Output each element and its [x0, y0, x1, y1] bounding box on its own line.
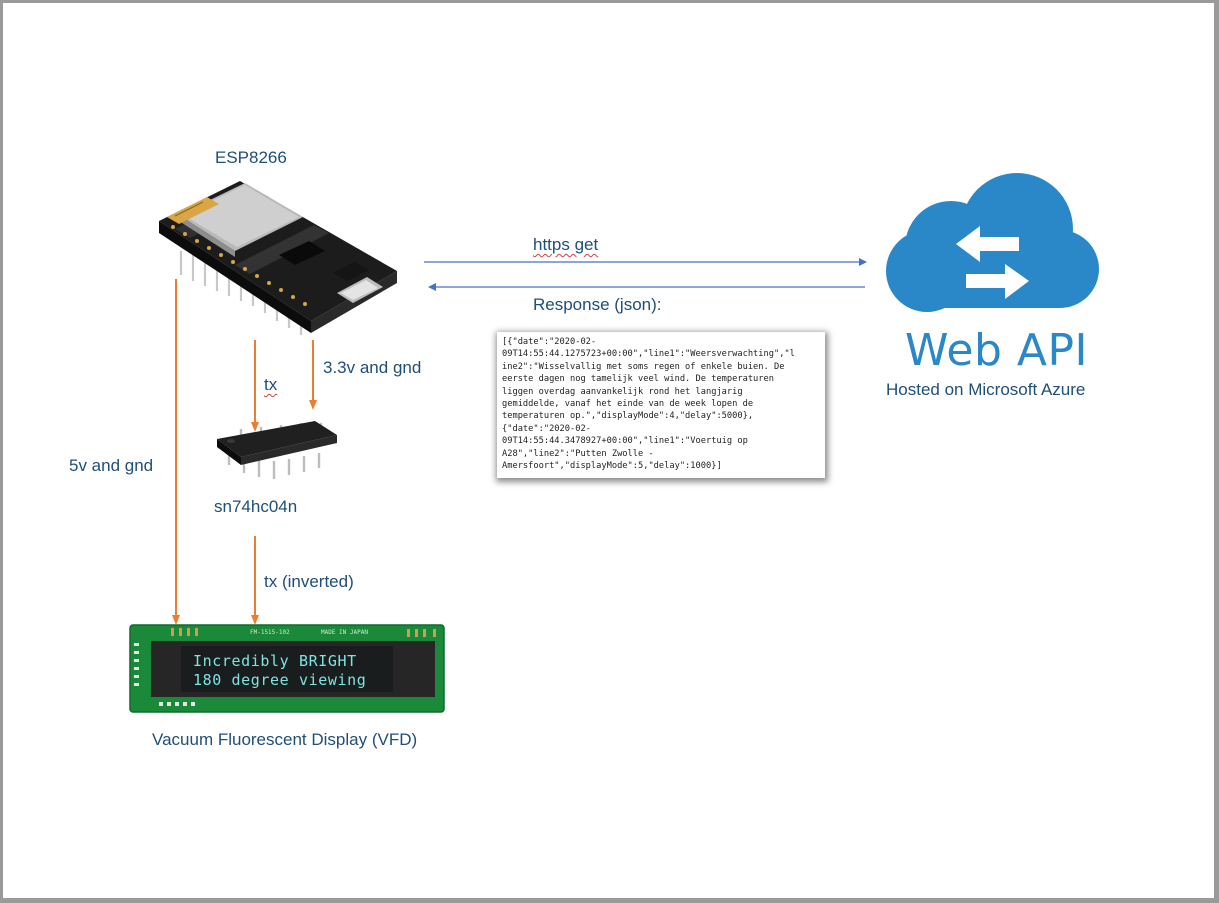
chip-image — [217, 421, 337, 479]
json-line: ine2":"Wisselvallig met soms regen of en… — [502, 361, 785, 372]
diagram-canvas: FM-1515-102 MADE IN JAPAN Incredibly BRI… — [3, 3, 1214, 898]
cloud-icon — [886, 173, 1099, 312]
https-get-label: https get — [533, 235, 599, 254]
hosted-label: Hosted on Microsoft Azure — [886, 380, 1086, 399]
tx-label: tx — [264, 375, 278, 394]
vfd-line-2: 180 degree viewing — [193, 671, 366, 689]
vfd-board-image: FM-1515-102 MADE IN JAPAN Incredibly BRI… — [129, 624, 445, 713]
tx-inverted-label: tx (inverted) — [264, 572, 354, 591]
json-line: gemiddelde, vanaf het einde van de week … — [502, 399, 754, 410]
esp8266-board-image — [159, 181, 397, 335]
json-line: {"date":"2020-02- — [502, 423, 591, 434]
power-33v-label: 3.3v and gnd — [323, 358, 422, 377]
vfd-silk-model: FM-1515-102 — [250, 629, 290, 636]
vfd-silk-made: MADE IN JAPAN — [321, 629, 368, 636]
json-line: Amersfoort","displayMode":5,"delay":1000… — [502, 461, 722, 472]
json-line: eerste dagen nog tamelijk veel wind. De … — [502, 374, 774, 385]
power-5v-label: 5v and gnd — [69, 456, 154, 475]
esp8266-label: ESP8266 — [215, 148, 287, 167]
exchange-arrows-icon — [956, 226, 1029, 299]
json-line: A28","line2":"Putten Zwolle - — [502, 448, 654, 459]
diagram-graphics: FM-1515-102 MADE IN JAPAN Incredibly BRI… — [129, 173, 1099, 713]
web-api-title: Web API — [905, 325, 1089, 376]
chip-label: sn74hc04n — [214, 497, 298, 516]
json-line: 09T14:55:44.1275723+00:00","line1":"Weer… — [502, 349, 795, 360]
json-response-box: [{"date":"2020-02- 09T14:55:44.1275723+0… — [497, 332, 825, 478]
response-label: Response (json): — [533, 295, 662, 314]
vfd-caption: Vacuum Fluorescent Display (VFD) — [152, 730, 418, 749]
json-line: temperaturen op.","displayMode":4,"delay… — [502, 411, 754, 422]
json-line: 09T14:55:44.3478927+00:00","line1":"Voer… — [502, 436, 748, 447]
json-response-text: [{"date":"2020-02- 09T14:55:44.1275723+0… — [497, 332, 825, 476]
vfd-line-1: Incredibly BRIGHT — [193, 652, 357, 670]
json-line: liggen overdag aanvankelijk rond het lan… — [502, 386, 743, 397]
json-line: [{"date":"2020-02- — [502, 337, 597, 347]
